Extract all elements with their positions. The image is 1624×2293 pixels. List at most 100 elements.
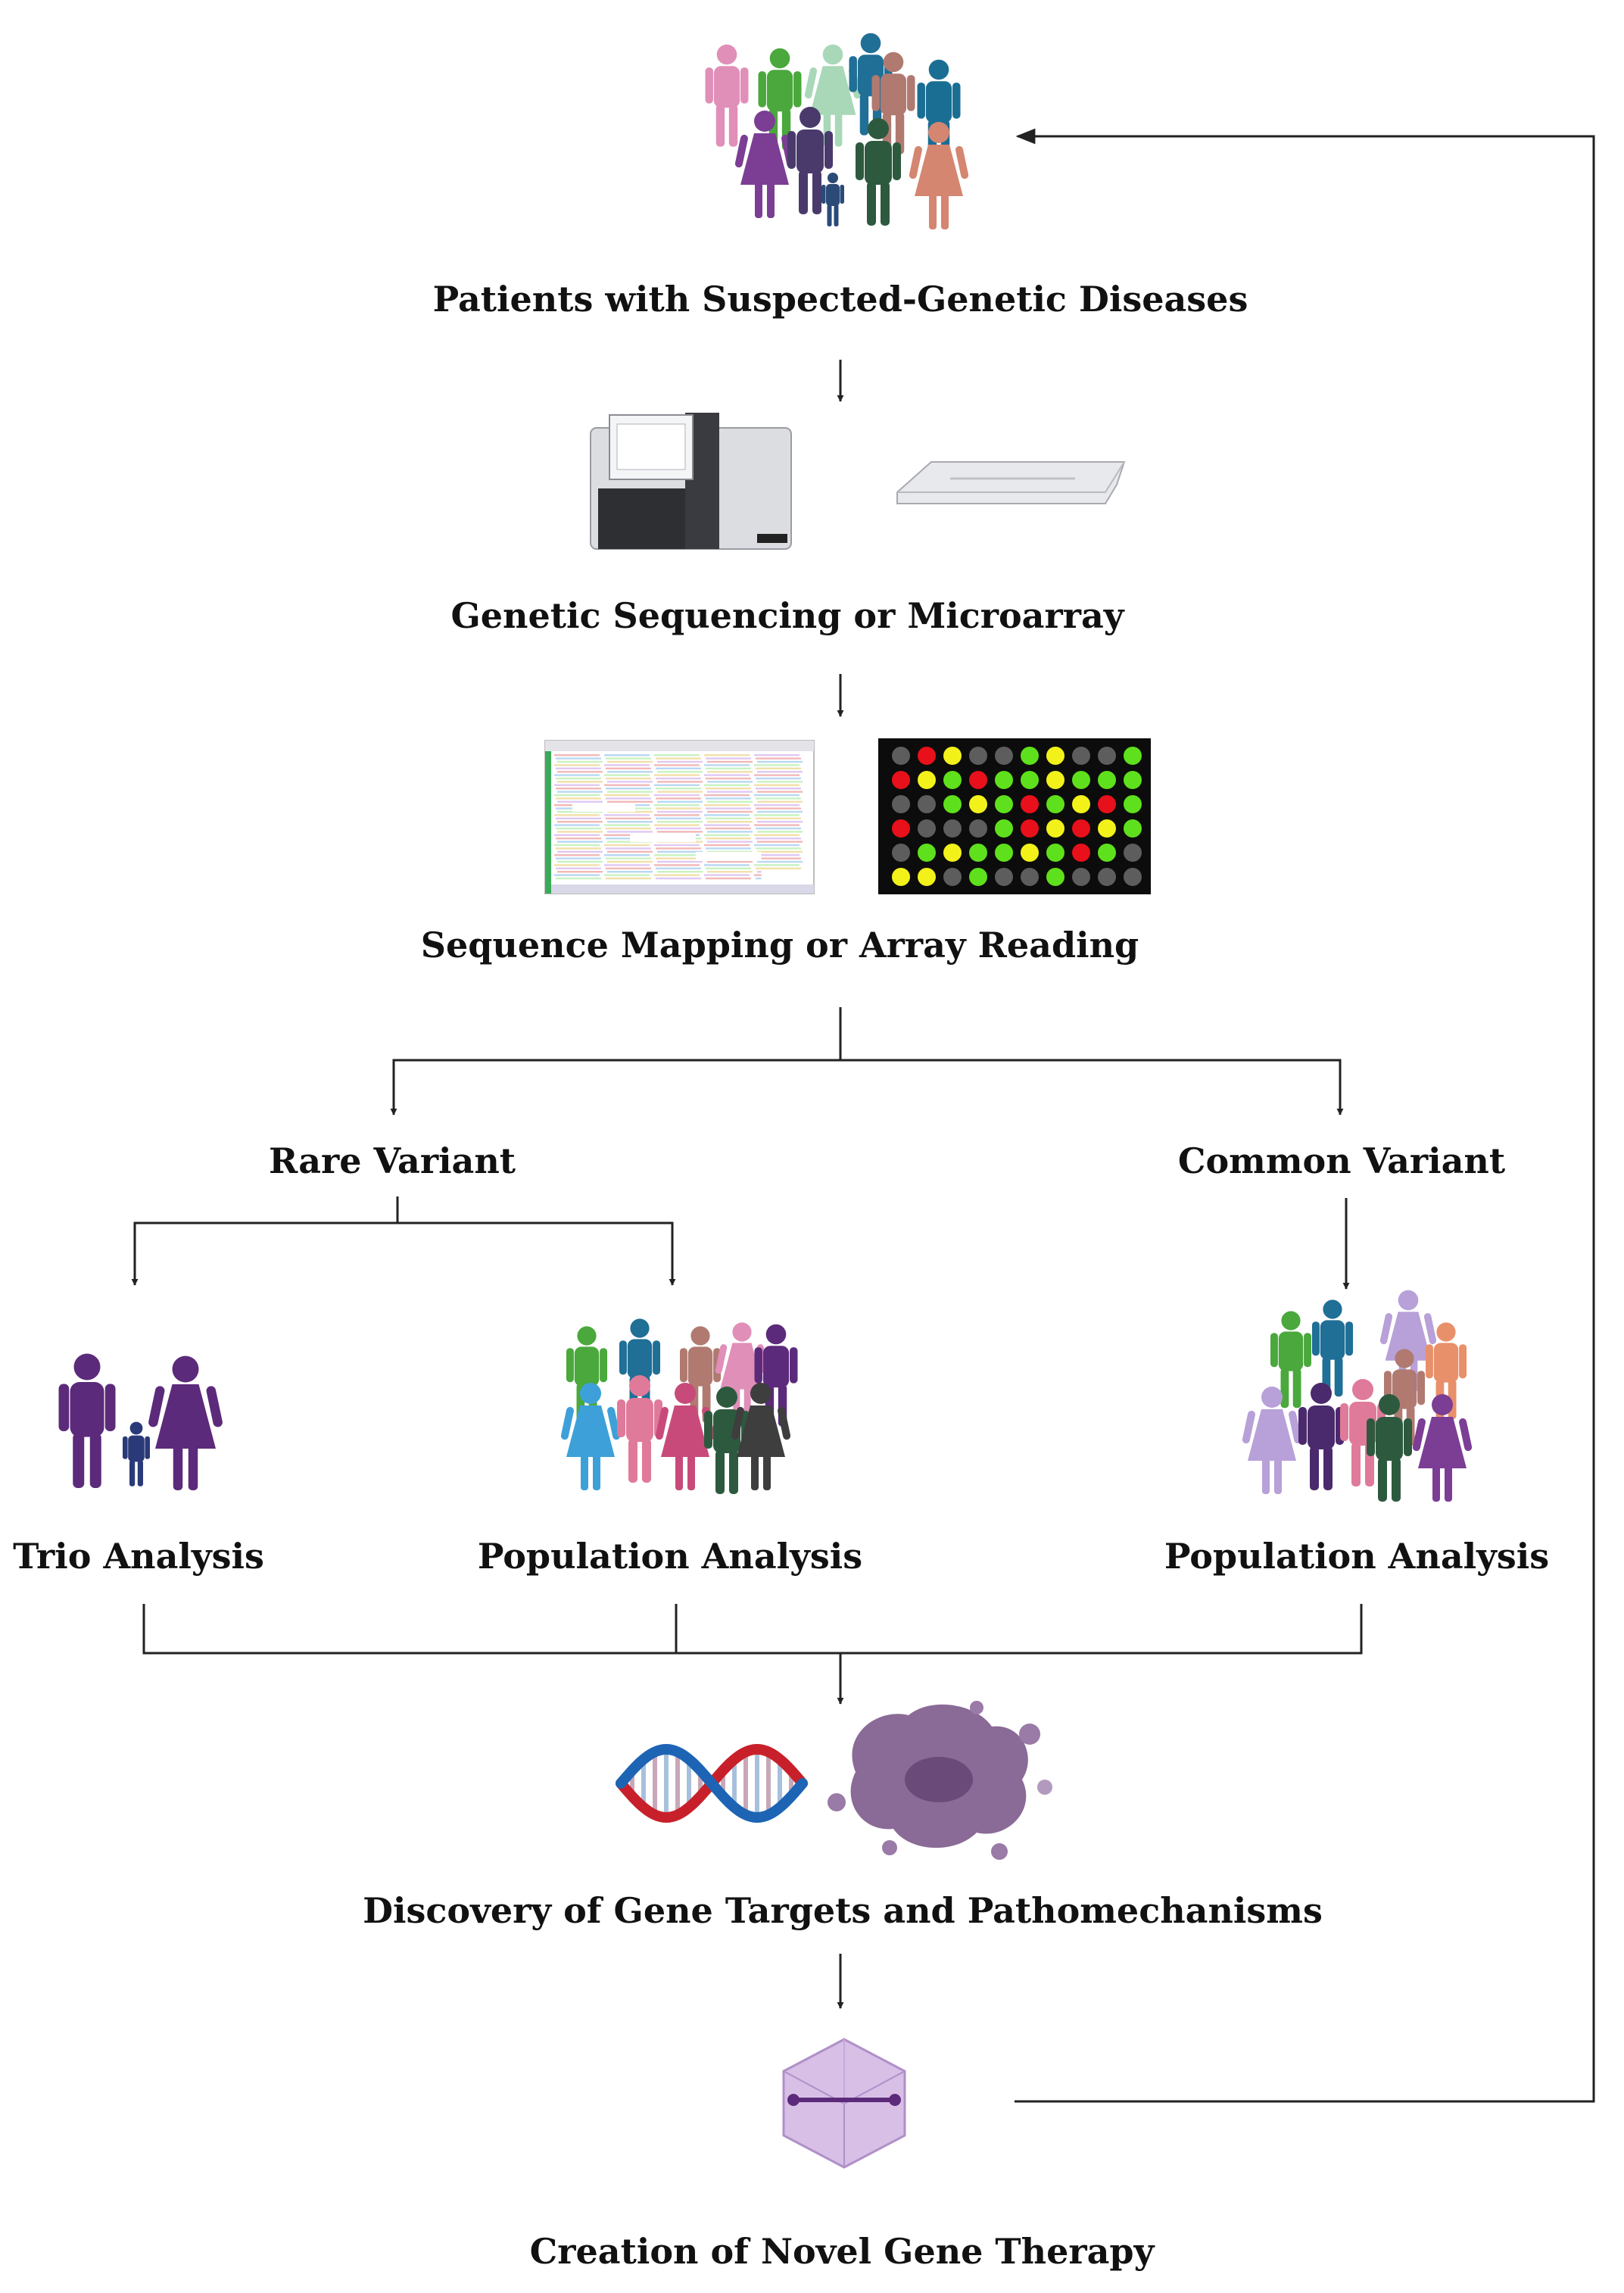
alignment-read	[606, 877, 651, 880]
array-spot	[995, 819, 1013, 838]
alignment-read	[707, 860, 753, 863]
arrow-mapping-to-rare	[390, 1007, 842, 1115]
array-spot	[1124, 819, 1142, 838]
alignment-read	[656, 788, 701, 790]
array-spot	[943, 819, 962, 838]
alignment-read	[757, 850, 803, 853]
alignment-read	[557, 771, 603, 773]
alignment-read	[604, 834, 650, 836]
alignment-read	[556, 867, 601, 869]
array-spot	[943, 747, 962, 765]
alignment-read	[604, 764, 650, 766]
alignment-read	[607, 831, 653, 833]
array-spot	[892, 819, 910, 838]
array-spot	[995, 795, 1013, 813]
alignment-read	[704, 794, 750, 797]
alignment-read	[704, 754, 750, 757]
alignment-read	[756, 838, 801, 840]
array-spot	[943, 771, 962, 789]
array-spot	[892, 747, 910, 765]
array-spot	[1098, 795, 1116, 813]
array-spot	[918, 747, 936, 765]
array-spot	[1124, 795, 1142, 813]
alignment-read	[754, 754, 800, 757]
alignment-read	[554, 824, 600, 826]
alignment-read	[706, 797, 751, 800]
step-mapping-label: Sequence Mapping or Array Reading	[420, 925, 1139, 966]
alignment-read	[757, 791, 803, 793]
alignment-read	[754, 764, 800, 766]
alignment-read	[606, 777, 651, 780]
alignment-read	[707, 800, 753, 803]
alignment-read	[756, 757, 801, 760]
alignment-read	[704, 864, 750, 866]
alignment-read	[604, 784, 650, 786]
feedback-loop-arrow	[1015, 128, 1595, 2103]
alignment-read	[706, 807, 751, 810]
array-spot	[892, 868, 910, 886]
alignment-read	[654, 794, 700, 797]
array-spot	[1072, 819, 1090, 838]
array-spot	[969, 747, 987, 765]
alignment-read	[556, 847, 601, 850]
alignment-read	[657, 800, 703, 803]
alignment-read	[754, 794, 800, 797]
alignment-read	[607, 800, 653, 803]
sequencer-icon	[590, 413, 792, 550]
alignment-read	[607, 871, 653, 873]
alignment-read	[556, 777, 601, 780]
alignment-read	[556, 767, 601, 769]
alignment-read	[654, 784, 700, 786]
alignment-read	[654, 874, 700, 876]
array-spot	[1021, 747, 1039, 765]
arrow-rare-to-population	[397, 1221, 676, 1286]
alignment-read	[707, 791, 753, 793]
array-spot	[995, 771, 1013, 789]
step-sequencing-label: Genetic Sequencing or Microarray	[450, 595, 1124, 636]
alignment-read	[707, 810, 753, 813]
array-spot	[1124, 771, 1142, 789]
alignment-read	[554, 794, 600, 797]
alignment-read	[556, 857, 601, 859]
array-spot	[918, 819, 936, 838]
arrow-mapping-to-common	[840, 1059, 1344, 1115]
alignment-read	[656, 777, 701, 780]
alignment-read	[556, 827, 601, 830]
step-trio-analysis-label: Trio Analysis	[13, 1536, 264, 1577]
alignment-read	[657, 821, 703, 823]
alignment-read	[607, 771, 653, 773]
alignment-read	[656, 767, 701, 769]
alignment-read	[556, 817, 601, 819]
alignment-read	[607, 781, 653, 783]
alignment-read	[654, 814, 700, 816]
array-spot	[1098, 868, 1116, 886]
alignment-read	[604, 754, 650, 757]
step-common-variant-label: Common Variant	[1177, 1140, 1506, 1181]
array-spot	[969, 868, 987, 886]
alignment-read	[604, 774, 650, 776]
alignment-read	[707, 781, 753, 783]
alignment-read	[657, 760, 703, 763]
step-population-analysis-rare-label: Population Analysis	[477, 1536, 863, 1577]
alignment-read	[557, 791, 603, 793]
array-spot	[969, 819, 987, 838]
array-spot	[1021, 868, 1039, 886]
array-spot	[969, 771, 987, 789]
alignment-read	[704, 774, 750, 776]
alignment-read	[706, 838, 751, 840]
alignment-read	[656, 867, 701, 869]
alignment-read	[607, 791, 653, 793]
alignment-read	[706, 867, 751, 869]
alignment-read	[607, 760, 653, 763]
alignment-read	[606, 867, 651, 869]
alignment-read	[707, 831, 753, 833]
alignment-read	[554, 784, 600, 786]
alignment-read	[754, 834, 800, 836]
alignment-gap	[630, 833, 696, 842]
array-spot	[892, 771, 910, 789]
alignment-read	[654, 844, 700, 847]
alignment-read	[557, 860, 603, 863]
alignment-read	[756, 797, 801, 800]
array-spot	[1072, 795, 1090, 813]
alignment-read	[604, 844, 650, 847]
